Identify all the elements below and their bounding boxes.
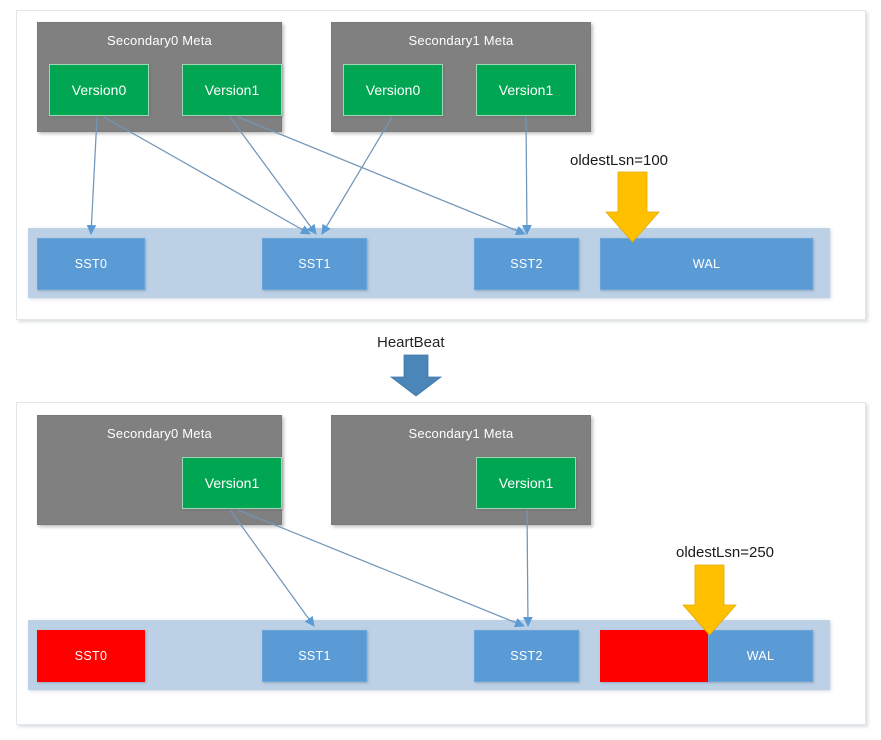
meta-box-title: Secondary0 Meta: [107, 33, 212, 48]
version-box-s1-v1-after[interactable]: Version1: [476, 457, 576, 509]
storage-block-sst1-after[interactable]: SST1: [262, 630, 367, 682]
storage-block-sst0-after[interactable]: SST0: [37, 630, 145, 682]
version-box-s1-v1-before[interactable]: Version1: [476, 64, 576, 116]
annotation-oldest-lsn-before: oldestLsn=100: [570, 152, 668, 169]
storage-block-wal-after[interactable]: WAL: [708, 630, 813, 682]
heartbeat-arrow: [389, 354, 443, 397]
storage-block-wal-before[interactable]: WAL: [600, 238, 813, 290]
heartbeat-label: HeartBeat: [377, 334, 445, 351]
storage-block-sst2-after[interactable]: SST2: [474, 630, 579, 682]
version-box-s0-v0-before[interactable]: Version0: [49, 64, 149, 116]
version-box-s0-v1-after[interactable]: Version1: [182, 457, 282, 509]
storage-block-sst2-before[interactable]: SST2: [474, 238, 579, 290]
meta-box-title: Secondary1 Meta: [408, 33, 514, 48]
annotation-oldest-lsn-after: oldestLsn=250: [676, 544, 774, 561]
storage-block-sst1-before[interactable]: SST1: [262, 238, 367, 290]
version-box-s1-v0-before[interactable]: Version0: [343, 64, 443, 116]
storage-block-wal-truncated-after[interactable]: [600, 630, 708, 682]
version-box-s0-v1-before[interactable]: Version1: [182, 64, 282, 116]
meta-box-title: Secondary1 Meta: [408, 426, 514, 441]
storage-block-sst0-before[interactable]: SST0: [37, 238, 145, 290]
meta-box-title: Secondary0 Meta: [107, 426, 212, 441]
